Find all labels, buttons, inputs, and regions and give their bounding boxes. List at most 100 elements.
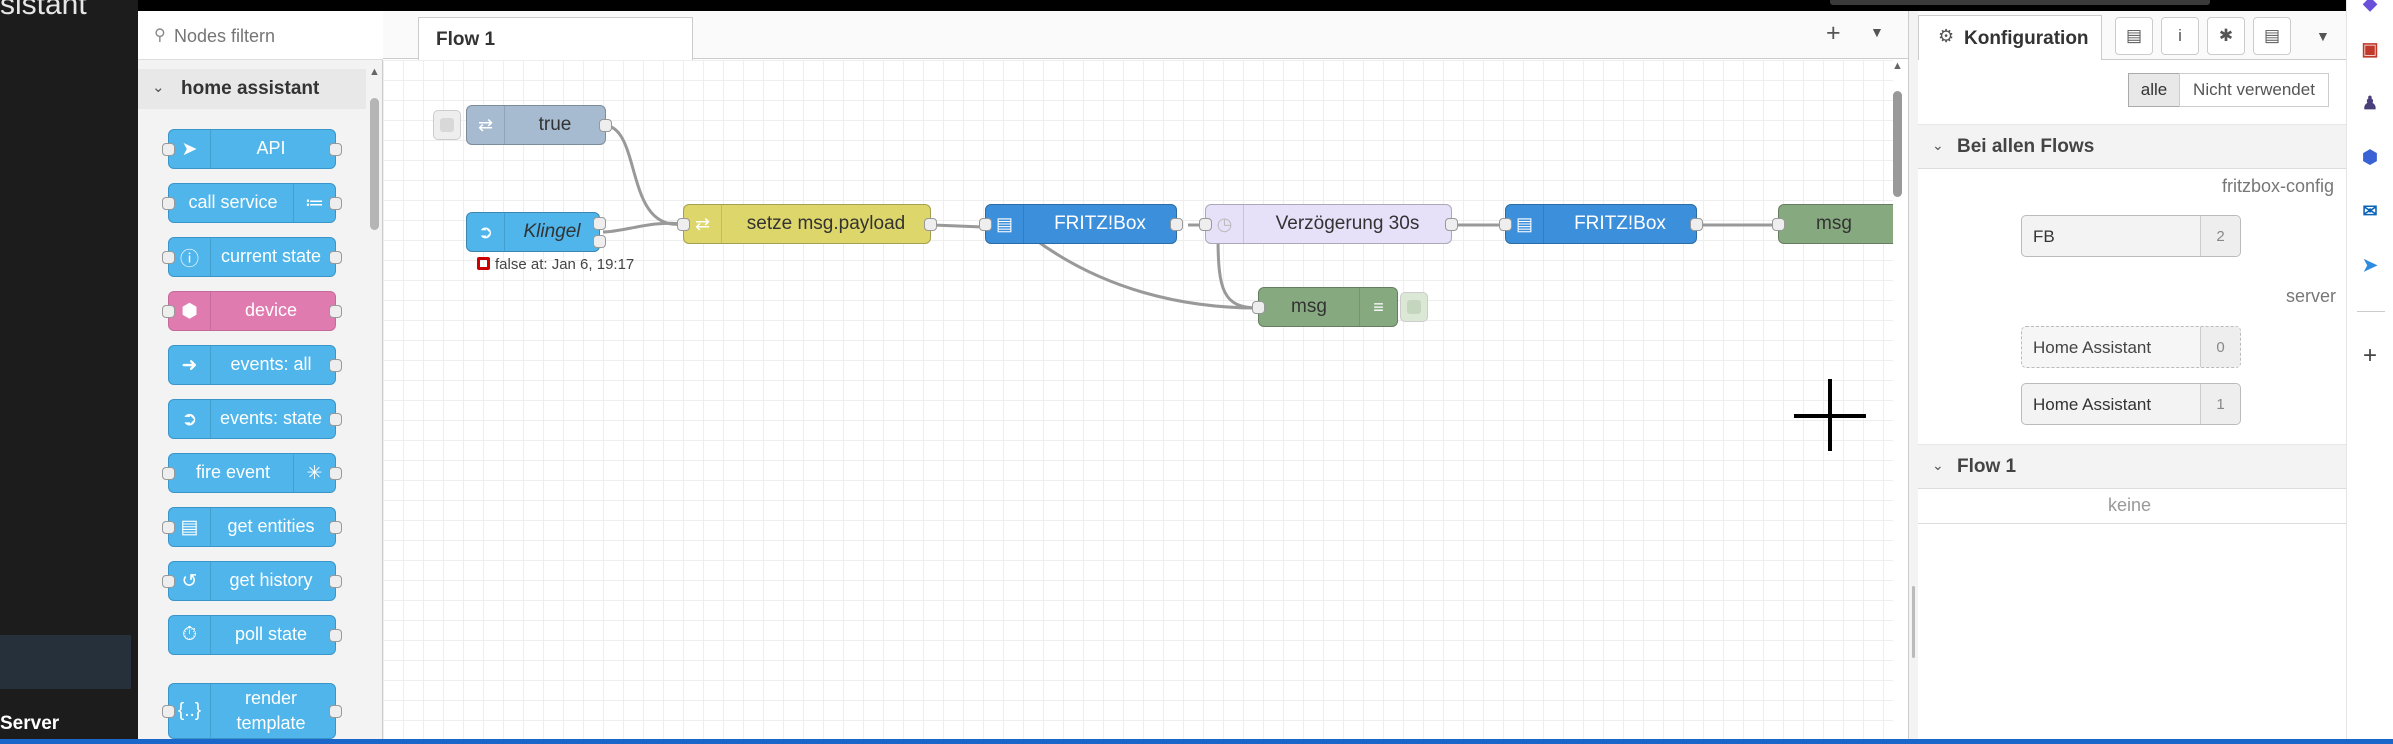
book-icon[interactable]: ▤ (2115, 17, 2153, 55)
workspace-scrollbar[interactable]: ▲ (1887, 60, 1908, 744)
palette-node-poll-state[interactable]: ⏱ poll state (168, 615, 342, 655)
node-label: setze msg.payload (746, 213, 906, 234)
node-inject-true[interactable]: ⇄ true (466, 105, 612, 145)
scroll-up-icon: ▲ (369, 66, 380, 78)
input-port (162, 467, 175, 480)
antenna-icon: ✳ (293, 454, 335, 492)
palette-node-events-all[interactable]: ➜ events: all (168, 345, 342, 385)
sidebar-caret-icon[interactable]: ▼ (2316, 28, 2330, 44)
config-node-home-assistant-unused[interactable]: Home Assistant 0 (2021, 326, 2241, 368)
send-icon[interactable]: ➤ (2362, 254, 2378, 275)
config-type-label: server (2286, 286, 2337, 306)
sidebar-tab-bar: ⚙ Konfiguration ▤ i ✱ ▤ ▼ (1918, 11, 2346, 60)
section-flow-1[interactable]: ⌄ Flow 1 (1918, 444, 2346, 489)
briefcase-icon[interactable]: ▣ (2361, 38, 2379, 59)
add-flow-icon[interactable]: + (1826, 19, 1841, 47)
arrow-right-icon: ➜ (169, 346, 211, 384)
config-node-name: Home Assistant (2033, 338, 2152, 357)
input-port (162, 197, 175, 210)
node-debug-msg-1[interactable]: msg (1772, 204, 1893, 244)
palette-node-render-template[interactable]: {..} render template (162, 683, 342, 739)
output-port (1690, 218, 1703, 231)
palette-scroll-thumb[interactable] (370, 98, 379, 230)
divider (1918, 523, 2346, 524)
output-port (593, 235, 606, 248)
node-fritzbox-2[interactable]: ▤ FRITZ!Box (1499, 204, 1703, 244)
ha-server-label[interactable]: Server (0, 713, 60, 734)
flow-list-caret-icon[interactable]: ▼ (1870, 24, 1884, 40)
config-node-home-assistant[interactable]: Home Assistant 1 (2021, 383, 2241, 425)
chart-icon[interactable]: ▤ (2253, 17, 2291, 55)
output-port (329, 143, 342, 156)
section-label: Flow 1 (1957, 456, 2017, 477)
flow-canvas[interactable]: ⇄ true ➲ Klingel false at: Jan 6, 19:17 … (383, 60, 1893, 744)
workspace-scroll-thumb[interactable] (1893, 91, 1902, 197)
section-all-flows[interactable]: ⌄ Bei allen Flows (1918, 124, 2346, 169)
history-icon: ↺ (169, 562, 211, 600)
palette-node-api[interactable]: ➤ API (162, 129, 342, 169)
config-node-fb[interactable]: FB 2 (2021, 215, 2241, 257)
chevron-down-icon: ⌄ (1932, 457, 1944, 473)
debug-toggle-button[interactable] (1400, 292, 1428, 322)
input-port (1199, 218, 1212, 231)
wire (932, 223, 984, 229)
palette-node-get-entities[interactable]: ▤ get entities (162, 507, 342, 547)
tab-label: Konfiguration (1964, 28, 2089, 49)
input-port (979, 218, 992, 231)
palette-node-fire-event[interactable]: fire event ✳ (162, 453, 342, 493)
output-port (329, 467, 342, 480)
people-icon[interactable]: ♟ (2361, 92, 2379, 113)
filter-unused-button[interactable]: Nicht verwendet (2179, 73, 2329, 107)
output-port (329, 197, 342, 210)
node-delay[interactable]: ◷ Verzögerung 30s (1199, 204, 1458, 244)
output-port (329, 705, 342, 718)
braces-icon: {..} (169, 684, 211, 738)
paper-plane-icon: ➤ (169, 130, 211, 168)
input-port (677, 218, 690, 231)
arrow-circle-icon: ➲ (169, 400, 211, 438)
node-label: msg (1291, 296, 1327, 317)
tab-konfiguration[interactable]: ⚙ Konfiguration (1918, 15, 2102, 60)
config-node-name: FB (2033, 227, 2055, 246)
info-icon[interactable]: i (2161, 17, 2199, 55)
bottom-accent-bar (0, 739, 2393, 744)
inject-button[interactable] (433, 110, 461, 140)
palette-search-input[interactable] (174, 21, 374, 51)
outlook-icon[interactable]: ✉ (2362, 200, 2378, 221)
output-port (329, 359, 342, 372)
palette-node-label: call service (188, 192, 278, 213)
sidebar-splitter[interactable] (1908, 11, 1918, 744)
arrow-circle-icon: ➲ (467, 213, 505, 251)
tab-flow-1[interactable]: Flow 1 (418, 17, 693, 60)
gear-icon: ⚙ (1938, 26, 1955, 46)
palette-node-call-service[interactable]: call service ≔ (162, 183, 342, 223)
flow-config-empty: keine (2108, 495, 2152, 515)
ha-sidebar-active-item[interactable] (0, 635, 131, 689)
config-node-count: 1 (2200, 384, 2240, 424)
splitter-grip[interactable] (1912, 586, 1915, 658)
palette-node-current-state[interactable]: ⓘ current state (162, 237, 342, 277)
node-debug-msg-2[interactable]: msg ≡ (1252, 287, 1398, 327)
palette-node-device[interactable]: ⬢ device (162, 291, 342, 331)
filter-all-button[interactable]: alle (2128, 73, 2180, 107)
palette-category-label: home assistant (181, 78, 320, 99)
chevron-down-icon: ⌄ (152, 79, 165, 96)
node-klingel[interactable]: ➲ Klingel (466, 212, 606, 252)
output-port (329, 305, 342, 318)
info-icon: ⓘ (169, 238, 211, 276)
node-fritzbox-1[interactable]: ▤ FRITZ!Box (979, 204, 1183, 244)
output-port (599, 119, 612, 132)
book-icon: ▤ (1506, 205, 1544, 243)
rail-divider (2357, 311, 2385, 312)
bug-icon[interactable]: ✱ (2207, 17, 2245, 55)
palette-category-home-assistant[interactable]: ⌄ home assistant (138, 69, 366, 109)
diamond-icon[interactable]: ◆ (2363, 0, 2377, 13)
add-icon[interactable]: + (2362, 342, 2377, 369)
node-change-setze[interactable]: ⇄ setze msg.payload (677, 204, 937, 244)
status-dot-icon (477, 257, 490, 270)
palette-node-get-history[interactable]: ↺ get history (162, 561, 342, 601)
palette-scrollbar[interactable]: ▲ (367, 66, 381, 744)
palette-node-label: API (256, 138, 286, 159)
hexagon-icon[interactable]: ⬢ (2362, 146, 2378, 167)
palette-node-events-state[interactable]: ➲ events: state (168, 399, 342, 439)
